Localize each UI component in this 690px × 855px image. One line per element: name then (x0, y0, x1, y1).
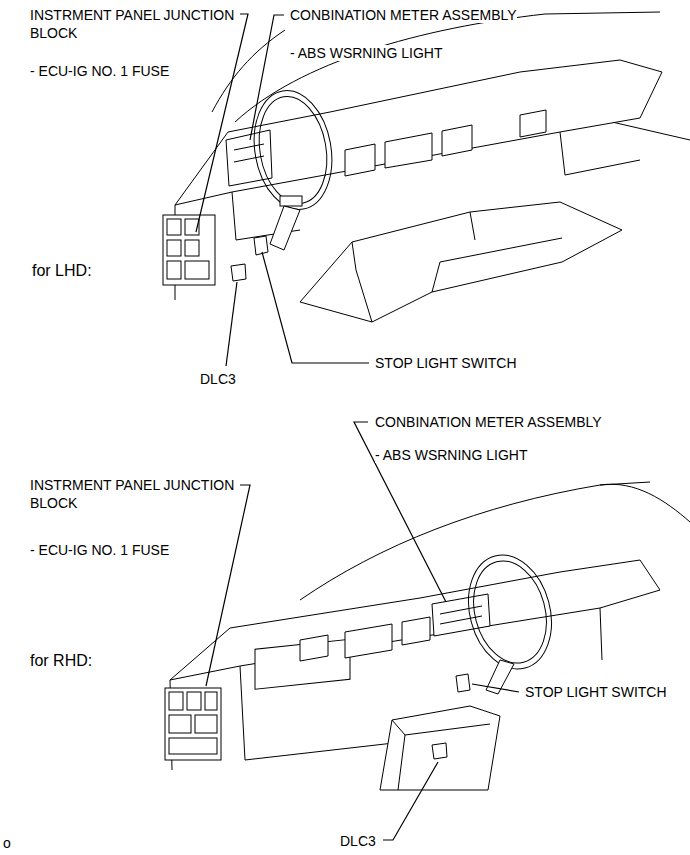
part-label: INSTRMENT PANEL JUNCTION BLOCK (30, 6, 245, 42)
relay (185, 261, 209, 279)
leader-line (472, 684, 519, 692)
junction-block (165, 688, 221, 760)
part-label: - ABS WSRNING LIGHT (375, 446, 527, 464)
part-label: o (3, 834, 11, 852)
leader-line (206, 485, 250, 686)
vent (300, 635, 328, 661)
steering-wheel (245, 84, 341, 215)
label-text: DLC3 (200, 371, 236, 387)
leader-line (226, 282, 237, 366)
dash-top (175, 60, 662, 205)
label-text: INSTRMENT PANEL JUNCTION BLOCK (30, 477, 234, 511)
label-text: o (3, 835, 11, 851)
display (345, 624, 392, 658)
dash-top (170, 560, 660, 680)
label-text: CONBINATION METER ASSEMBLY (290, 7, 517, 23)
part-label: STOP LIGHT SWITCH (525, 683, 667, 701)
steering-wheel (456, 546, 563, 679)
steering-column (270, 206, 300, 250)
dlc3 (231, 264, 246, 281)
relay (187, 692, 201, 710)
relay (167, 261, 181, 279)
part-label: CONBINATION METER ASSEMBLY (290, 6, 517, 24)
leader-line (262, 252, 369, 363)
part-label: DLC3 (340, 832, 376, 850)
label-text: - ECU-IG NO. 1 FUSE (30, 63, 169, 79)
label-text: DLC3 (340, 833, 376, 849)
part-label: DLC3 (200, 370, 236, 388)
center-console (300, 202, 622, 322)
a-pillar (600, 484, 690, 522)
steering-wheel (463, 553, 558, 672)
relay (167, 240, 181, 256)
label-text: - ABS WSRNING LIGHT (290, 45, 442, 61)
lhd-leaders (196, 14, 369, 366)
console-detail (352, 212, 562, 322)
leader-line (250, 15, 284, 140)
meter-dial (440, 606, 482, 624)
lhd-dashboard (163, 12, 690, 322)
dlc3 (432, 743, 447, 759)
part-label: - ABS WSRNING LIGHT (290, 44, 442, 62)
relay (205, 692, 217, 710)
vent (345, 144, 375, 176)
combination-meter (432, 594, 490, 636)
label-text: CONBINATION METER ASSEMBLY (375, 414, 602, 430)
relay (169, 738, 217, 754)
part-label: STOP LIGHT SWITCH (375, 354, 517, 372)
steering-hub (280, 196, 302, 206)
variant-heading: for RHD: (30, 652, 92, 670)
label-text: - ECU-IG NO. 1 FUSE (30, 542, 169, 558)
label-text: for RHD: (30, 652, 92, 669)
combination-meter (226, 130, 272, 186)
steering-wheel (251, 91, 335, 209)
relay (167, 219, 181, 235)
label-text: for LHD: (32, 262, 92, 279)
center-console (380, 706, 500, 790)
rhd-dashboard (165, 482, 690, 790)
label-text: INSTRMENT PANEL JUNCTION BLOCK (30, 7, 234, 41)
display (385, 133, 432, 168)
junction-block (163, 215, 215, 285)
console-detail (392, 720, 490, 790)
a-pillar (212, 30, 285, 112)
variant-heading: for LHD: (32, 262, 92, 280)
part-label: - ECU-IG NO. 1 FUSE (30, 62, 169, 80)
label-text: - ABS WSRNING LIGHT (375, 447, 527, 463)
relay (185, 240, 199, 256)
label-text: STOP LIGHT SWITCH (375, 355, 517, 371)
vent (520, 110, 546, 137)
part-label: - ECU-IG NO. 1 FUSE (30, 541, 169, 559)
relay (195, 715, 217, 733)
rhd-leaders (206, 422, 519, 840)
part-label: INSTRMENT PANEL JUNCTION BLOCK (30, 476, 245, 512)
leader-line (196, 14, 248, 232)
stop-light-switch (254, 236, 268, 255)
vent (442, 125, 472, 156)
vent (402, 617, 430, 645)
label-text: STOP LIGHT SWITCH (525, 684, 667, 700)
part-label: CONBINATION METER ASSEMBLY (375, 413, 602, 431)
stop-light-switch (456, 674, 470, 692)
relay (169, 692, 183, 710)
junction-block (165, 688, 221, 760)
junction-block (163, 215, 215, 285)
relay (169, 715, 191, 733)
leader-line (383, 762, 438, 840)
